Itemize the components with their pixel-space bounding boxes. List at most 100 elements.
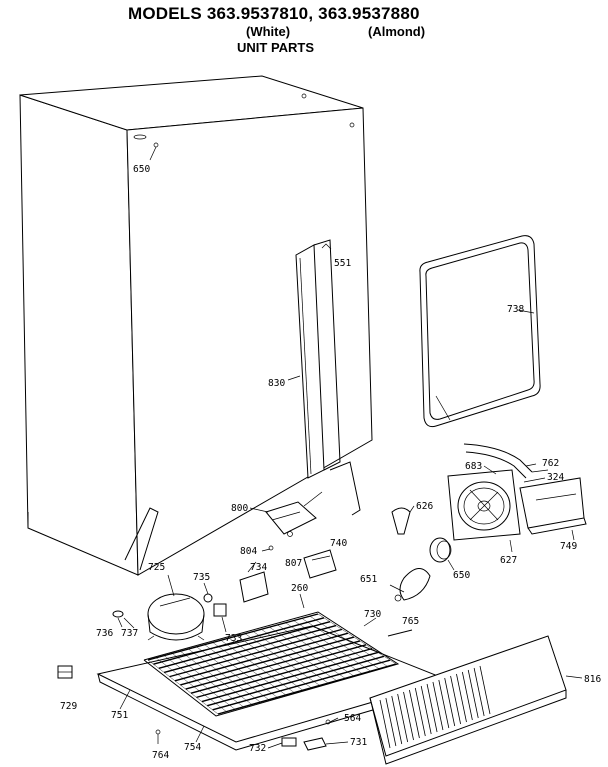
label-734: 734 <box>250 562 267 573</box>
cabinet <box>19 75 373 576</box>
fan-blade-651 <box>389 568 431 602</box>
label-738: 738 <box>507 304 524 315</box>
coil-fin <box>277 624 354 677</box>
coil-fin <box>164 655 236 710</box>
label-626: 626 <box>416 501 433 512</box>
leader-lines <box>117 465 549 749</box>
label-730: 730 <box>364 609 381 620</box>
grille-slat <box>479 665 491 715</box>
coil-tube <box>147 613 319 661</box>
grille-slat <box>438 679 450 729</box>
condenser-coil-260 <box>147 613 397 715</box>
compressor-725 <box>147 593 205 641</box>
gasket-738 <box>419 235 541 428</box>
fan-cover-749 <box>519 477 587 541</box>
coil-fin <box>204 644 278 698</box>
coil-tube <box>163 624 337 674</box>
coil-tube <box>207 655 385 707</box>
coil-fin <box>269 626 346 679</box>
grille-slat <box>414 687 426 737</box>
label-736: 736 <box>96 628 113 639</box>
label-731: 731 <box>350 737 367 748</box>
coil-fin <box>196 646 269 700</box>
overload-734 <box>239 561 269 603</box>
coil-fin <box>261 629 337 681</box>
fan-shroud-627 <box>447 469 521 553</box>
coil-fin <box>228 637 303 691</box>
label-737: 737 <box>121 628 138 639</box>
label-816: 816 <box>584 674 601 685</box>
label-650b: 650 <box>453 570 470 581</box>
label-740: 740 <box>330 538 347 549</box>
grille-slat <box>385 697 397 747</box>
coil-tube <box>158 621 331 669</box>
coil-fin <box>245 633 320 686</box>
label-765: 765 <box>402 616 419 627</box>
label-764: 764 <box>152 750 169 761</box>
grille-slat <box>467 669 479 719</box>
label-651: 651 <box>360 574 377 585</box>
almond-label: (Almond) <box>368 24 426 39</box>
grille-slat <box>409 689 420 739</box>
coil-tube <box>190 644 367 694</box>
label-751: 751 <box>111 710 128 721</box>
label-804: 804 <box>240 546 257 557</box>
bracket-732 <box>281 737 297 747</box>
coil-tube <box>174 632 349 682</box>
label-729: 729 <box>60 701 77 712</box>
coil-tube <box>185 640 361 690</box>
capacitor-733 <box>213 603 227 617</box>
coil-tube <box>212 659 391 711</box>
grille-slat <box>426 683 438 733</box>
coil-fin <box>212 642 286 696</box>
label-762: 762 <box>542 458 559 469</box>
grille-slat <box>461 671 473 721</box>
grille-slat <box>379 699 391 749</box>
coil-fin <box>155 657 227 712</box>
coil-tube <box>169 628 343 678</box>
coil-tube <box>153 617 325 665</box>
label-627: 627 <box>500 555 517 566</box>
coil-tube <box>180 636 355 686</box>
label-551: 551 <box>334 258 351 269</box>
coil-tube <box>196 647 373 699</box>
coil-tube <box>201 651 379 703</box>
grille-slat <box>391 695 403 745</box>
label-754: 754 <box>184 742 201 753</box>
unit-parts-title: UNIT PARTS <box>237 40 315 55</box>
wire-765 <box>387 629 413 637</box>
grille-slat <box>397 693 409 743</box>
label-830: 830 <box>268 378 285 389</box>
grille-slat <box>450 675 461 725</box>
coil-fin <box>309 616 388 667</box>
drain-tube-762 <box>463 443 537 479</box>
coil-fin <box>293 620 371 672</box>
coil-tube <box>217 663 397 715</box>
grommet-736 <box>112 610 124 618</box>
label-732: 732 <box>249 743 266 754</box>
timer-800 <box>265 491 323 551</box>
coil-fin <box>301 618 380 669</box>
grille-slat <box>456 673 467 723</box>
label-260: 260 <box>291 583 308 594</box>
grille-slat <box>432 681 444 731</box>
grille-slat <box>444 677 456 727</box>
coil-outline <box>143 611 400 717</box>
divider-830 <box>287 239 341 479</box>
label-800: 800 <box>231 503 248 514</box>
fan-motor-650 <box>429 537 455 571</box>
cover-735 <box>203 593 213 603</box>
clip-731 <box>303 737 327 751</box>
screw-764 <box>155 729 161 744</box>
label-650a: 650 <box>133 164 150 175</box>
grille-slat <box>473 667 485 717</box>
label-324: 324 <box>547 472 564 483</box>
label-733: 733 <box>225 633 242 644</box>
relay-740 <box>303 549 337 579</box>
plug-729 <box>57 665 73 679</box>
coil-fin <box>188 648 261 703</box>
models-title: MODELS 363.9537810, 363.9537880 <box>128 4 420 23</box>
label-749: 749 <box>560 541 577 552</box>
label-725: 725 <box>148 562 165 573</box>
